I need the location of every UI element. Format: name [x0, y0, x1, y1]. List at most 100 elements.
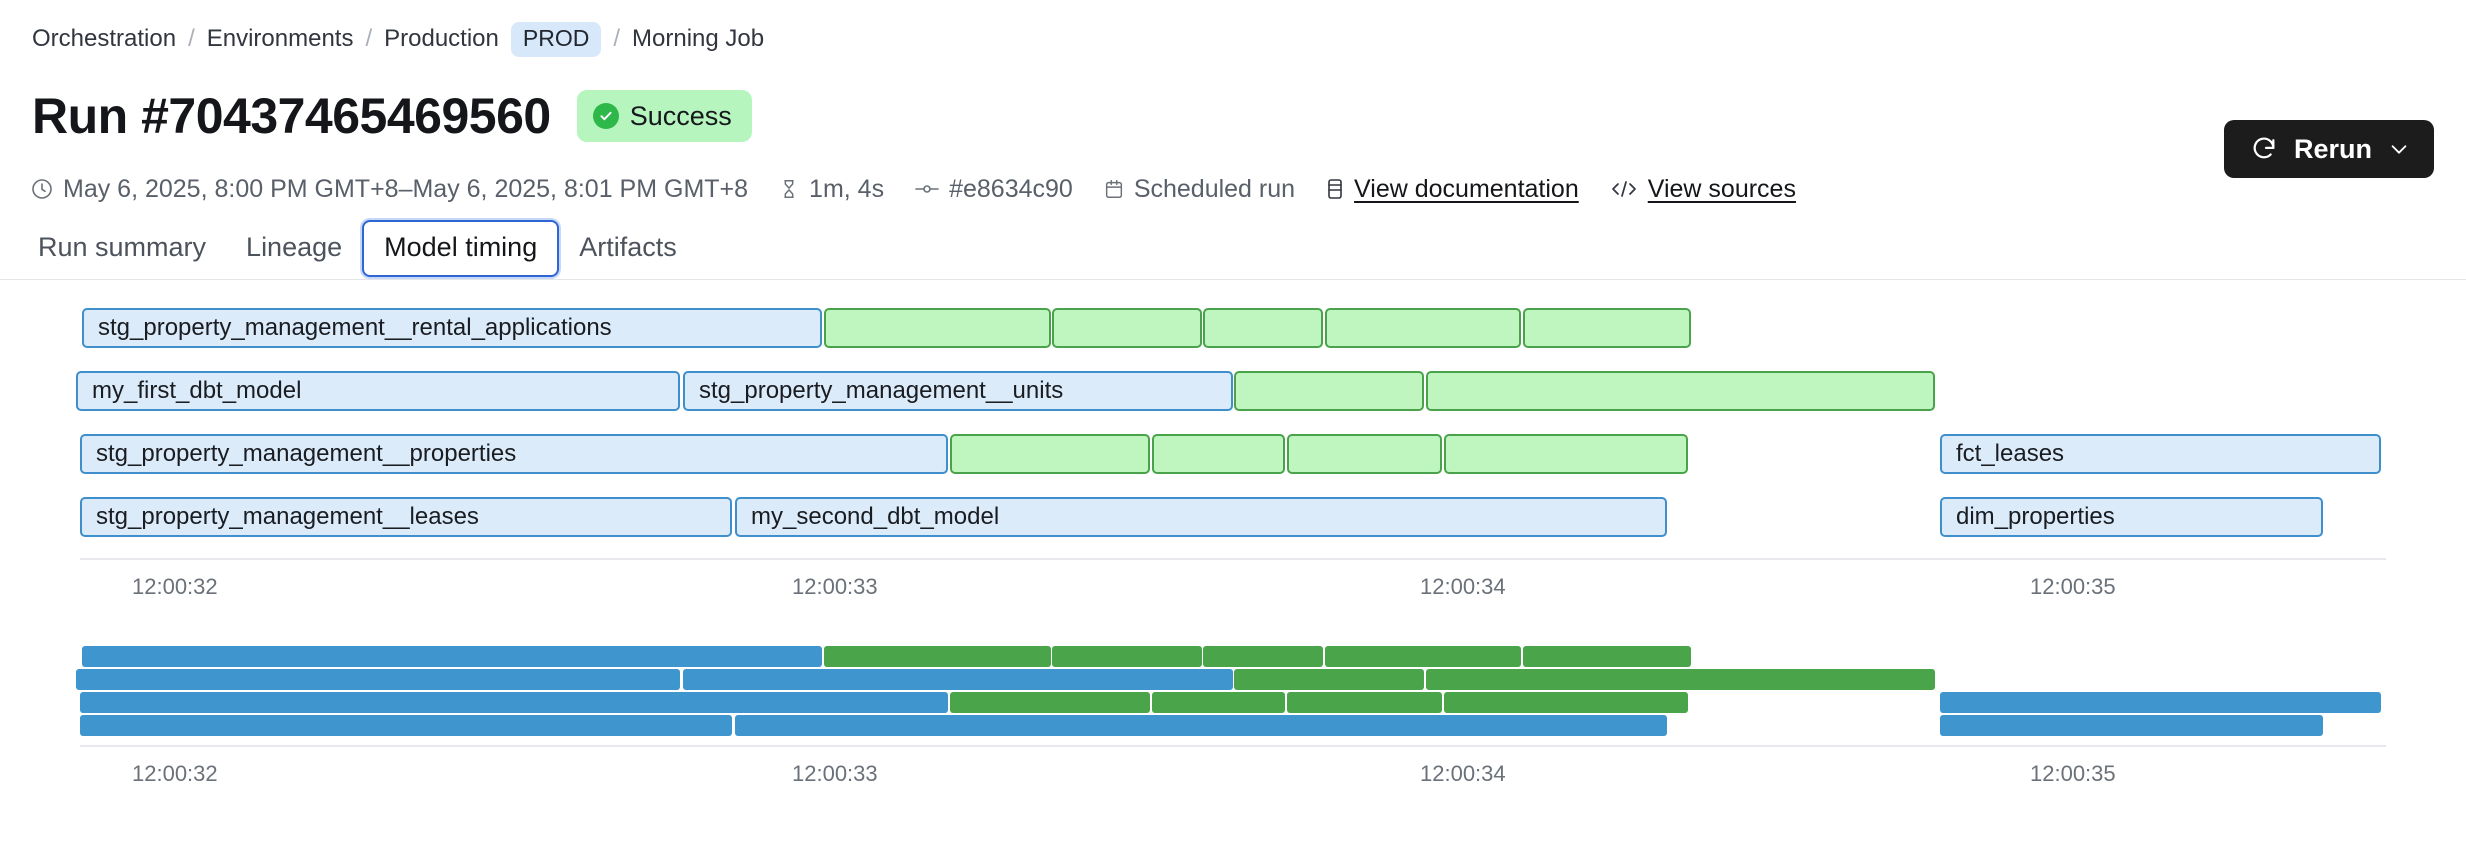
- overview-bar[interactable]: [824, 646, 1051, 667]
- gantt-bar-step[interactable]: [1052, 308, 1202, 348]
- overview-axis: 12:00:32 12:00:33 12:00:34 12:00:35: [0, 737, 2466, 791]
- gantt-bar-step[interactable]: [824, 308, 1051, 348]
- overview-bar[interactable]: [80, 715, 732, 736]
- overview-bar[interactable]: [1234, 669, 1424, 690]
- gantt-bar-step[interactable]: [1325, 308, 1521, 348]
- overview-row: [0, 691, 2466, 714]
- chevron-down-icon[interactable]: [2388, 138, 2410, 160]
- breadcrumb-item-production[interactable]: Production: [384, 25, 499, 53]
- gantt-bar-label: stg_property_management__rental_applicat…: [84, 314, 612, 342]
- gantt-row: my_first_dbt_model stg_property_managemen…: [0, 363, 2466, 426]
- gantt-row: stg_property_management__leasesmy_second…: [0, 489, 2466, 552]
- status-badge: Success: [577, 90, 752, 142]
- gantt-bar-step[interactable]: [1203, 308, 1323, 348]
- breadcrumb-env-badge[interactable]: PROD: [511, 22, 601, 57]
- overview-bar[interactable]: [1940, 715, 2323, 736]
- breadcrumb: Orchestration / Environments / Production PRO…: [32, 24, 764, 54]
- gantt-bar-my_first_dbt_model[interactable]: my_first_dbt_model: [76, 371, 680, 411]
- gantt-row: stg_property_management__rental_applicat…: [0, 300, 2466, 363]
- overview-bar[interactable]: [1444, 692, 1688, 713]
- overview-bar[interactable]: [1426, 669, 1935, 690]
- breadcrumb-separator: /: [188, 25, 195, 53]
- gantt-row: stg_property_management__properties fct_l…: [0, 426, 2466, 489]
- model-timing-overview: 12:00:32 12:00:33 12:00:34 12:00:35: [0, 645, 2466, 791]
- tab-lineage[interactable]: Lineage: [226, 222, 362, 275]
- axis-line: [80, 745, 2386, 747]
- title-row: Run #70437465469560 Success: [32, 88, 752, 144]
- gantt-bar-stg_property_management__units[interactable]: stg_property_management__units: [683, 371, 1233, 411]
- tab-model-timing[interactable]: Model timing: [362, 220, 559, 277]
- gantt-bar-step[interactable]: [1523, 308, 1691, 348]
- axis-tick-label: 12:00:32: [132, 761, 218, 787]
- breadcrumb-item-morning-job: Morning Job: [632, 25, 764, 53]
- run-metadata: May 6, 2025, 8:00 PM GMT+8–May 6, 2025, …: [30, 172, 1796, 206]
- gantt-bar-stg_property_management__rental_applications[interactable]: stg_property_management__rental_applicat…: [82, 308, 822, 348]
- axis-tick-label: 12:00:35: [2030, 574, 2116, 600]
- tab-run-summary[interactable]: Run summary: [18, 222, 226, 275]
- gantt-bar-step[interactable]: [1426, 371, 1935, 411]
- axis-tick-label: 12:00:34: [1420, 574, 1506, 600]
- overview-row: [0, 668, 2466, 691]
- gantt-bar-step[interactable]: [1152, 434, 1285, 474]
- status-label: Success: [630, 101, 732, 132]
- meta-text: Scheduled run: [1134, 175, 1295, 204]
- model-timing-gantt: stg_property_management__rental_applicat…: [0, 300, 2466, 606]
- overview-bar[interactable]: [1052, 646, 1202, 667]
- gantt-bar-stg_property_management__properties[interactable]: stg_property_management__properties: [80, 434, 948, 474]
- overview-bar[interactable]: [82, 646, 822, 667]
- overview-bar[interactable]: [76, 669, 680, 690]
- gantt-bar-step[interactable]: [1444, 434, 1688, 474]
- meta-text: 1m, 4s: [809, 175, 884, 204]
- breadcrumb-separator: /: [613, 25, 620, 53]
- axis-tick-label: 12:00:34: [1420, 761, 1506, 787]
- rerun-button[interactable]: Rerun: [2224, 120, 2434, 178]
- gantt-bar-step[interactable]: [1234, 371, 1424, 411]
- axis-tick-label: 12:00:33: [792, 761, 878, 787]
- breadcrumb-item-orchestration[interactable]: Orchestration: [32, 25, 176, 53]
- tab-artifacts[interactable]: Artifacts: [559, 222, 697, 275]
- book-icon: [1325, 177, 1345, 201]
- gantt-bar-label: fct_leases: [1942, 440, 2064, 468]
- overview-bar[interactable]: [1940, 692, 2381, 713]
- hourglass-icon: [778, 177, 800, 201]
- gantt-bar-step[interactable]: [950, 434, 1150, 474]
- overview-bar[interactable]: [1523, 646, 1691, 667]
- commit-icon: [914, 177, 940, 201]
- overview-bar[interactable]: [950, 692, 1150, 713]
- meta-item-code[interactable]: View sources: [1609, 175, 1796, 204]
- gantt-bar-label: my_first_dbt_model: [78, 377, 301, 405]
- overview-bar[interactable]: [683, 669, 1233, 690]
- breadcrumb-separator: /: [365, 25, 372, 53]
- gantt-bar-label: dim_properties: [1942, 503, 2115, 531]
- check-circle-icon: [593, 103, 619, 129]
- overview-bar[interactable]: [735, 715, 1667, 736]
- gantt-bar-fct_leases[interactable]: fct_leases: [1940, 434, 2381, 474]
- gantt-bar-my_second_dbt_model[interactable]: my_second_dbt_model: [735, 497, 1667, 537]
- axis-tick-label: 12:00:35: [2030, 761, 2116, 787]
- breadcrumb-item-environments[interactable]: Environments: [207, 25, 354, 53]
- overview-bar[interactable]: [1152, 692, 1285, 713]
- axis-tick-labels: 12:00:3212:00:3312:00:3412:00:35: [0, 574, 2466, 604]
- gantt-bar-label: stg_property_management__units: [685, 377, 1063, 405]
- tab-bar: Run summaryLineageModel timingArtifacts: [18, 218, 697, 278]
- page-title: Run #70437465469560: [32, 88, 551, 144]
- gantt-bar-step[interactable]: [1287, 434, 1442, 474]
- overview-bar[interactable]: [1203, 646, 1323, 667]
- gantt-bar-dim_properties[interactable]: dim_properties: [1940, 497, 2323, 537]
- meta-text: May 6, 2025, 8:00 PM GMT+8–May 6, 2025, …: [63, 175, 748, 204]
- meta-text[interactable]: View documentation: [1354, 175, 1579, 204]
- axis-tick-label: 12:00:32: [132, 574, 218, 600]
- gantt-bar-label: stg_property_management__properties: [82, 440, 516, 468]
- axis-line: [80, 558, 2386, 560]
- tab-divider: [0, 279, 2466, 280]
- meta-item-book[interactable]: View documentation: [1325, 175, 1579, 204]
- meta-text: #e8634c90: [949, 175, 1073, 204]
- meta-text[interactable]: View sources: [1648, 175, 1796, 204]
- meta-item-calendar: Scheduled run: [1103, 175, 1295, 204]
- overview-bar[interactable]: [1287, 692, 1442, 713]
- gantt-bar-stg_property_management__leases[interactable]: stg_property_management__leases: [80, 497, 732, 537]
- overview-bar[interactable]: [80, 692, 948, 713]
- rerun-label: Rerun: [2294, 134, 2372, 165]
- overview-bar[interactable]: [1325, 646, 1521, 667]
- meta-item-hourglass: 1m, 4s: [778, 175, 884, 204]
